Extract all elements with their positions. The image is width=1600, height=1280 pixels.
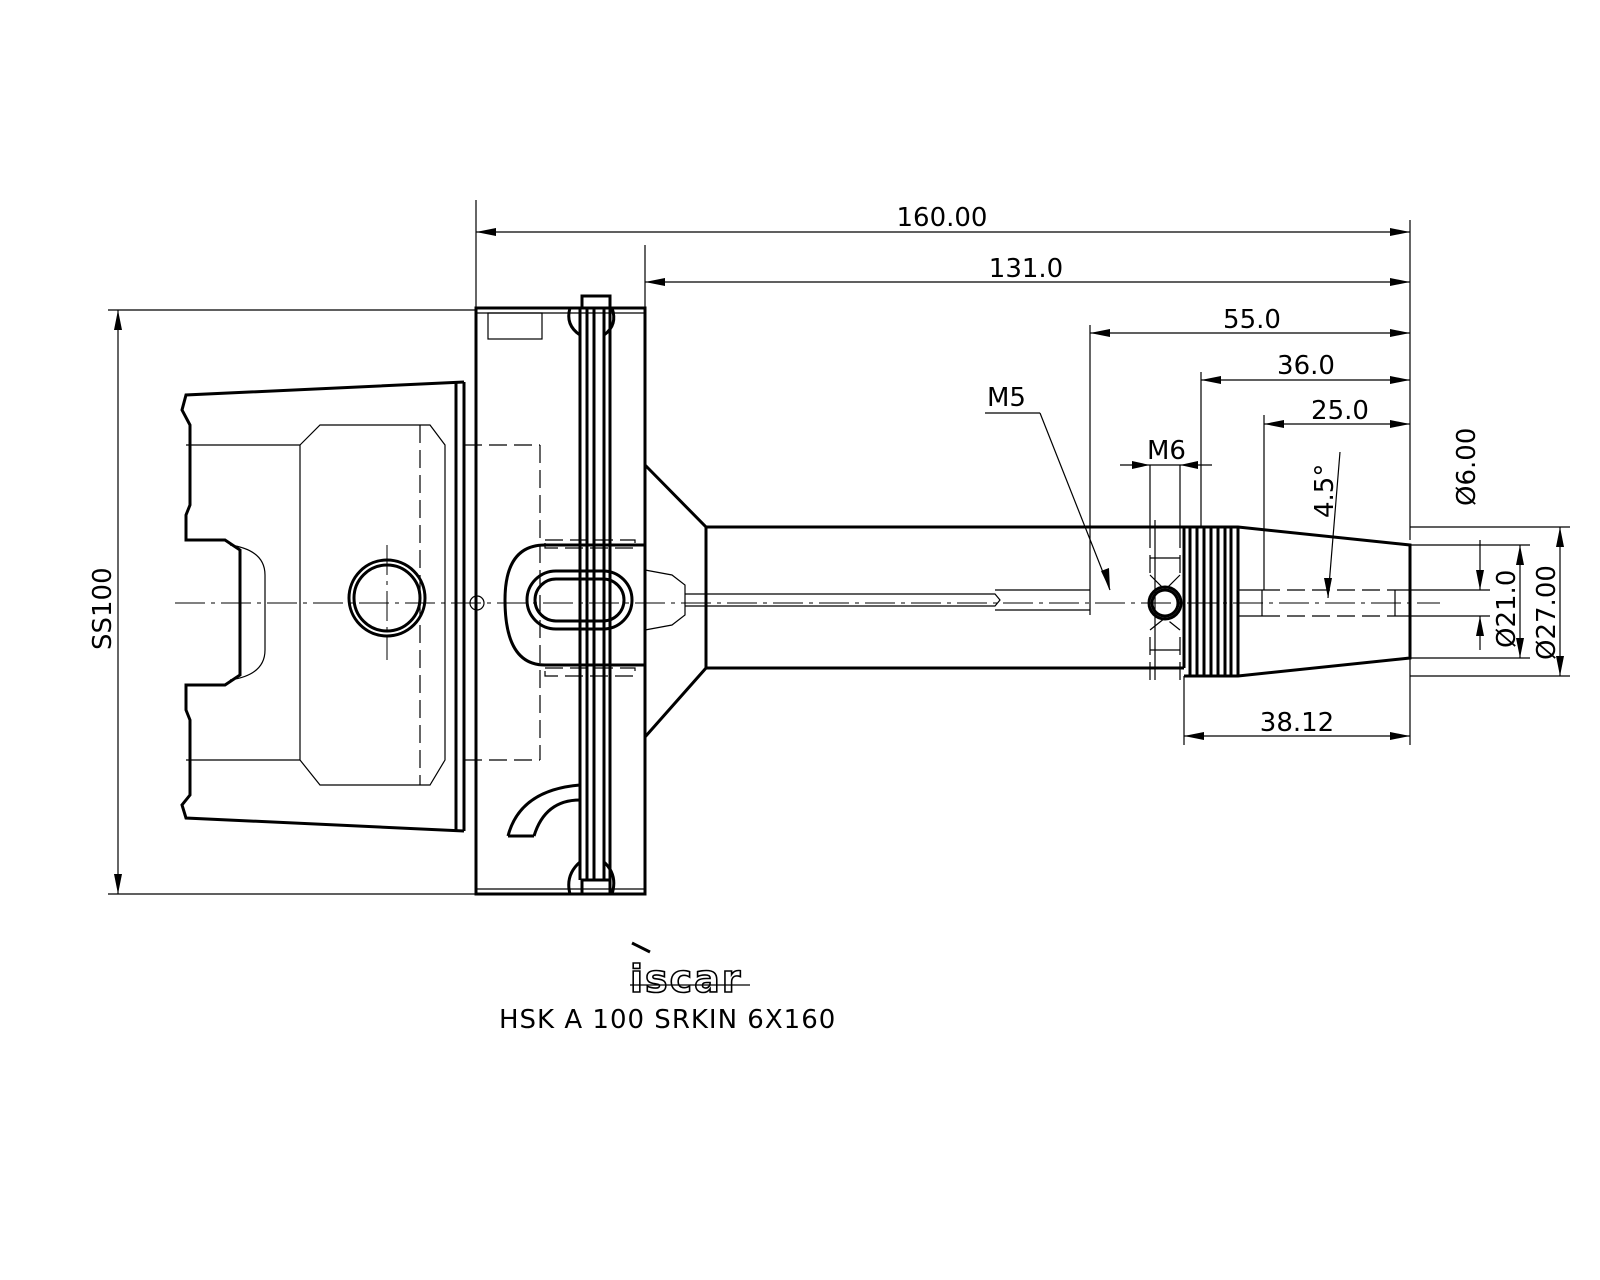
dim-diameter-21: Ø21.0	[1492, 570, 1522, 648]
flange	[474, 294, 686, 896]
dim-overall-length: 160.00	[897, 203, 988, 233]
thread-label-m5: M5	[987, 383, 1026, 413]
dim-shank-size: SS100	[88, 567, 118, 650]
dim-length-55: 55.0	[1223, 305, 1281, 335]
dim-thread-length: 38.12	[1260, 708, 1334, 738]
threaded-nose	[1184, 525, 1412, 678]
dim-diameter-6: Ø6.00	[1452, 428, 1482, 506]
dim-diameter-27: Ø27.00	[1532, 565, 1562, 660]
drawing-caption: HSK A 100 SRKIN 6X160	[499, 1005, 836, 1035]
dim-length-36: 36.0	[1277, 351, 1335, 381]
dim-length-25: 25.0	[1311, 396, 1369, 426]
dim-angle: 4.5°	[1310, 464, 1340, 518]
cone-body	[643, 308, 1186, 894]
logo-text: iscar	[630, 957, 743, 1001]
iscar-logo: iscar	[629, 941, 750, 1002]
hsk-taper-shank	[180, 380, 541, 833]
thread-label-m6: M6	[1147, 436, 1186, 466]
dimension-lines	[108, 200, 1570, 895]
dim-length-131: 131.0	[989, 254, 1063, 284]
